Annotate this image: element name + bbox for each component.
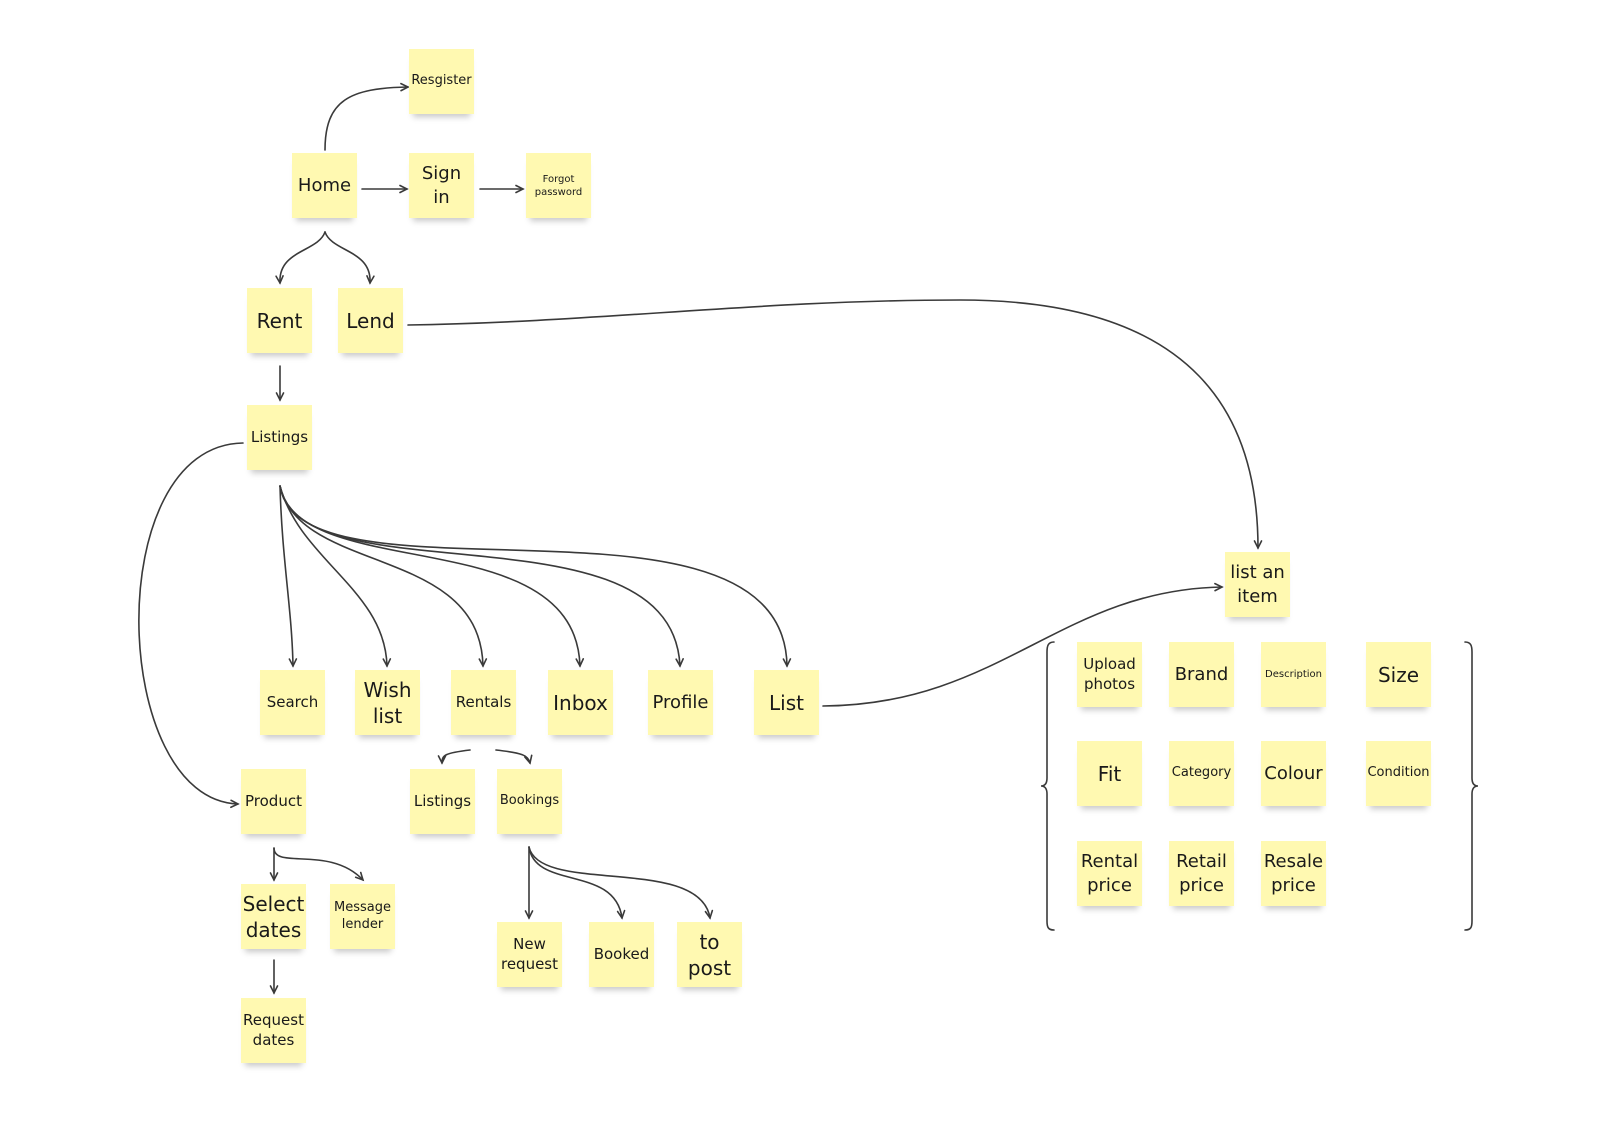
note-rental-price[interactable]: Rental price (1077, 841, 1142, 906)
connector-home-rent (275, 231, 326, 285)
note-resgister[interactable]: Resgister (409, 49, 474, 114)
note-product[interactable]: Product (241, 769, 306, 834)
note-wish-list[interactable]: Wish list (355, 670, 420, 735)
note-category[interactable]: Category (1169, 741, 1234, 806)
note-size[interactable]: Size (1366, 642, 1431, 707)
right-brace (1464, 641, 1479, 931)
note-list[interactable]: List (754, 670, 819, 735)
note-sign-in[interactable]: Sign in (409, 153, 474, 218)
note-profile[interactable]: Profile (648, 670, 713, 735)
connector-rentals-listings (437, 749, 471, 765)
note-bookings[interactable]: Bookings (497, 769, 562, 834)
note-new-request[interactable]: New request (497, 922, 562, 987)
left-brace (1040, 641, 1055, 931)
note-list-an-item[interactable]: list an item (1225, 552, 1290, 617)
note-brand[interactable]: Brand (1169, 642, 1234, 707)
note-resale-price[interactable]: Resale price (1261, 841, 1326, 906)
note-lend[interactable]: Lend (338, 288, 403, 353)
note-condition[interactable]: Condition (1366, 741, 1431, 806)
note-listings[interactable]: Listings (247, 405, 312, 470)
note-inbox[interactable]: Inbox (548, 670, 613, 735)
connector-home-register (324, 82, 410, 151)
note-upload-photos[interactable]: Upload photos (1077, 642, 1142, 707)
connector-listings-rentals (279, 485, 488, 668)
connector-list-list-item (822, 582, 1224, 707)
connector-bookings-booked (528, 846, 626, 920)
connector-lend-list-item (407, 299, 1263, 550)
connector-bookings-topost (528, 846, 714, 920)
note-retail-price[interactable]: Retail price (1169, 841, 1234, 906)
note-forgot-password[interactable]: Forgot password (526, 153, 591, 218)
connector-rentals-bookings (495, 749, 533, 765)
note-message-lender[interactable]: Message lender (330, 884, 395, 949)
connector-listings-inbox (279, 485, 585, 668)
note-home[interactable]: Home (292, 153, 357, 218)
note-search[interactable]: Search (260, 670, 325, 735)
note-request-dates[interactable]: Request dates (241, 998, 306, 1063)
note-rent[interactable]: Rent (247, 288, 312, 353)
connector-product-message (273, 847, 365, 882)
connector-listings-wishlist (279, 485, 392, 668)
note-fit[interactable]: Fit (1077, 741, 1142, 806)
note-to-post[interactable]: to post (677, 922, 742, 987)
note-select-dates[interactable]: Select dates (241, 884, 306, 949)
note-booked[interactable]: Booked (589, 922, 654, 987)
note-description[interactable]: Description (1261, 642, 1326, 707)
connector-home-lend (324, 231, 375, 285)
note-rentals-listings[interactable]: Listings (410, 769, 475, 834)
note-colour[interactable]: Colour (1261, 741, 1326, 806)
note-rentals[interactable]: Rentals (451, 670, 516, 735)
connector-listings-search (279, 485, 298, 668)
connector-listings-list (279, 485, 792, 668)
connector-listings-product (138, 442, 244, 809)
